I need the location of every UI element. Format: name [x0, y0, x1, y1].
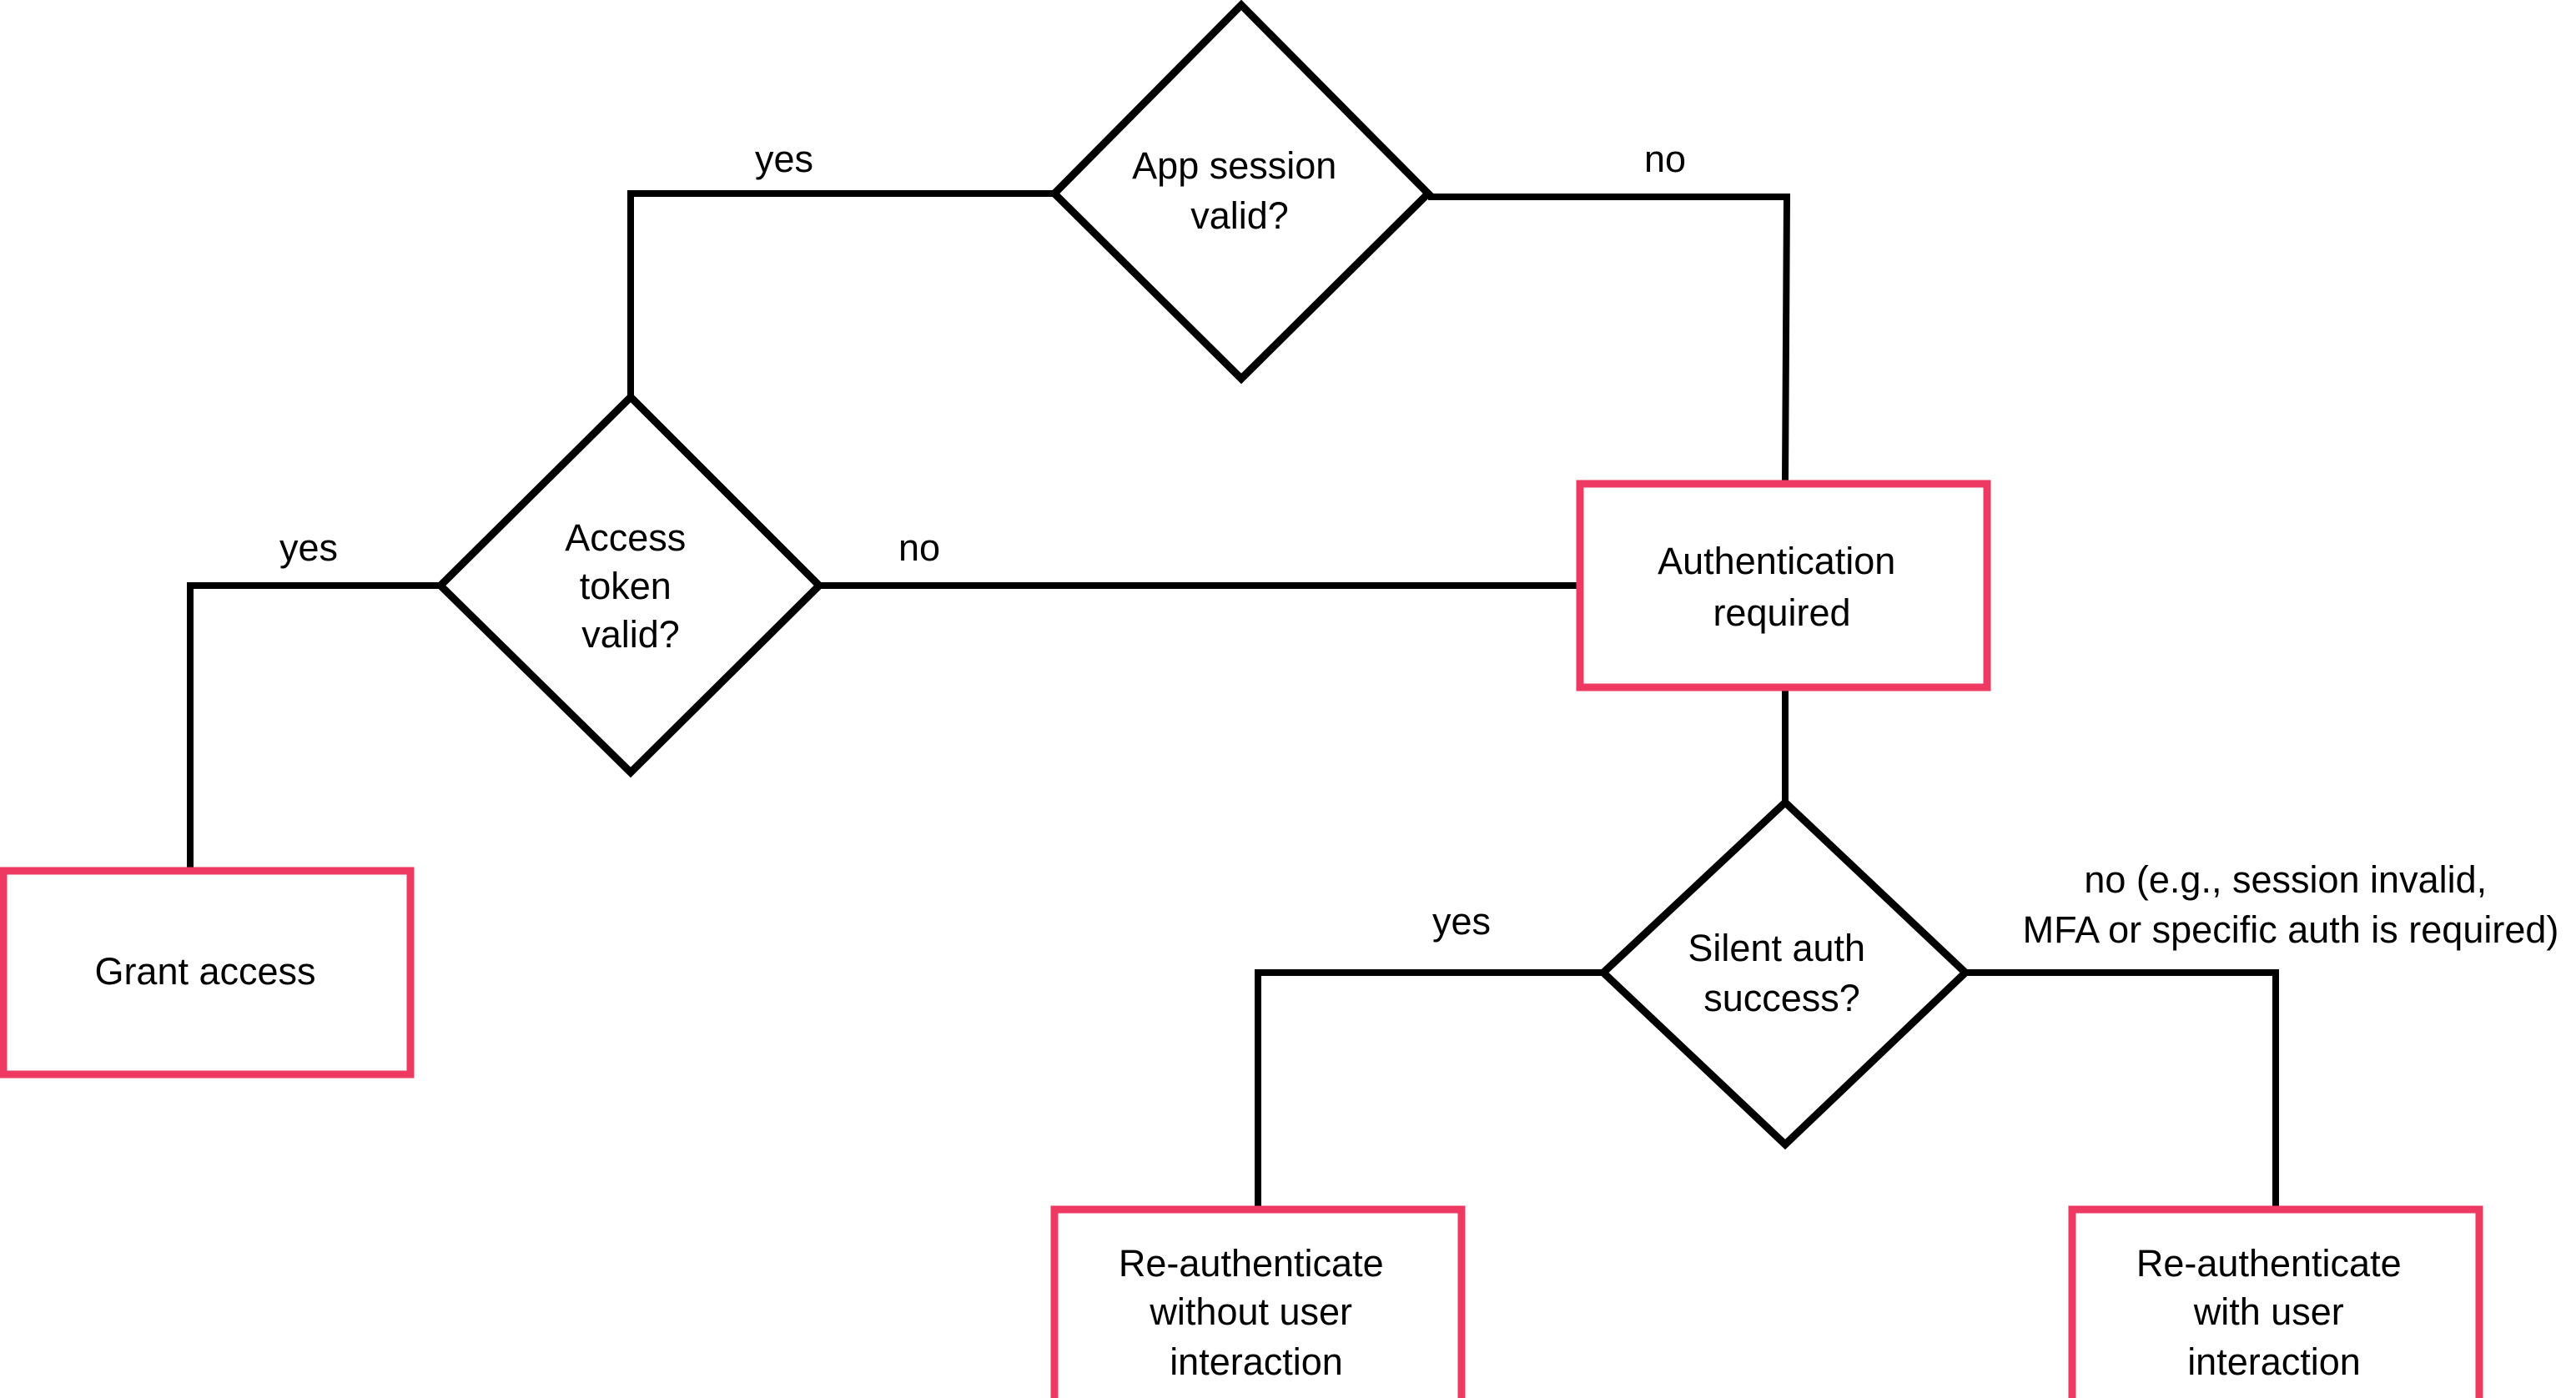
node-line: Re-authenticate	[2136, 1242, 2402, 1285]
node-text-access-token: Access token valid?	[565, 516, 697, 656]
node-text-grant-access: Grant access	[94, 950, 315, 993]
node-text-app-session: App session valid?	[1132, 144, 1347, 237]
node-line: Grant access	[94, 950, 315, 993]
edge-label-session-yes: yes	[755, 138, 813, 180]
node-line: without user	[1149, 1290, 1352, 1333]
decision-access-token	[435, 391, 825, 778]
node-text-reauth-without-interaction: Re-authenticate without user interaction	[1119, 1242, 1394, 1383]
node-line: Access	[565, 516, 686, 559]
edge-silent-yes	[1255, 969, 1603, 1206]
box-auth-required	[1576, 480, 1991, 691]
edge-session-no	[1428, 194, 1791, 483]
node-line: with user	[2193, 1290, 2344, 1333]
box-grant-access	[0, 867, 415, 1079]
decision-silent-auth	[1597, 797, 1971, 1150]
node-line: token	[580, 565, 672, 607]
edge-label-token-no: no	[898, 526, 940, 569]
edge-token-yes	[187, 582, 440, 867]
box-reauth-without-interaction	[1050, 1205, 1466, 1398]
edge-label-line: no (e.g., session invalid,	[2084, 858, 2487, 901]
edge-session-yes	[627, 190, 1054, 397]
node-line: interaction	[1170, 1340, 1343, 1383]
node-line: Re-authenticate	[1119, 1242, 1384, 1285]
edge-label-session-no: no	[1644, 138, 1686, 180]
node-line: Silent auth	[1688, 927, 1865, 969]
node-line: required	[1713, 591, 1850, 634]
node-line: App session	[1132, 144, 1336, 187]
edge-label-line: MFA or specific auth is required)	[2023, 908, 2559, 951]
node-line: valid?	[1190, 194, 1289, 237]
decision-app-session	[1049, 0, 1434, 385]
node-line: valid?	[581, 613, 680, 656]
edge-label-token-yes: yes	[279, 526, 338, 569]
edge-label-silent-yes: yes	[1432, 900, 1491, 943]
box-reauth-with-interaction	[2068, 1205, 2483, 1398]
edge-silent-no	[1965, 969, 2279, 1206]
node-line: interaction	[2187, 1340, 2361, 1383]
node-text-auth-required: Authentication required	[1658, 540, 1906, 634]
edge-label-silent-no: no (e.g., session invalid, MFA or specif…	[2023, 858, 2559, 951]
node-line: success?	[1703, 977, 1860, 1019]
node-text-silent-auth: Silent auth success?	[1688, 927, 1875, 1019]
node-line: Authentication	[1658, 540, 1895, 582]
node-text-reauth-with-interaction: Re-authenticate with user interaction	[2136, 1242, 2412, 1383]
